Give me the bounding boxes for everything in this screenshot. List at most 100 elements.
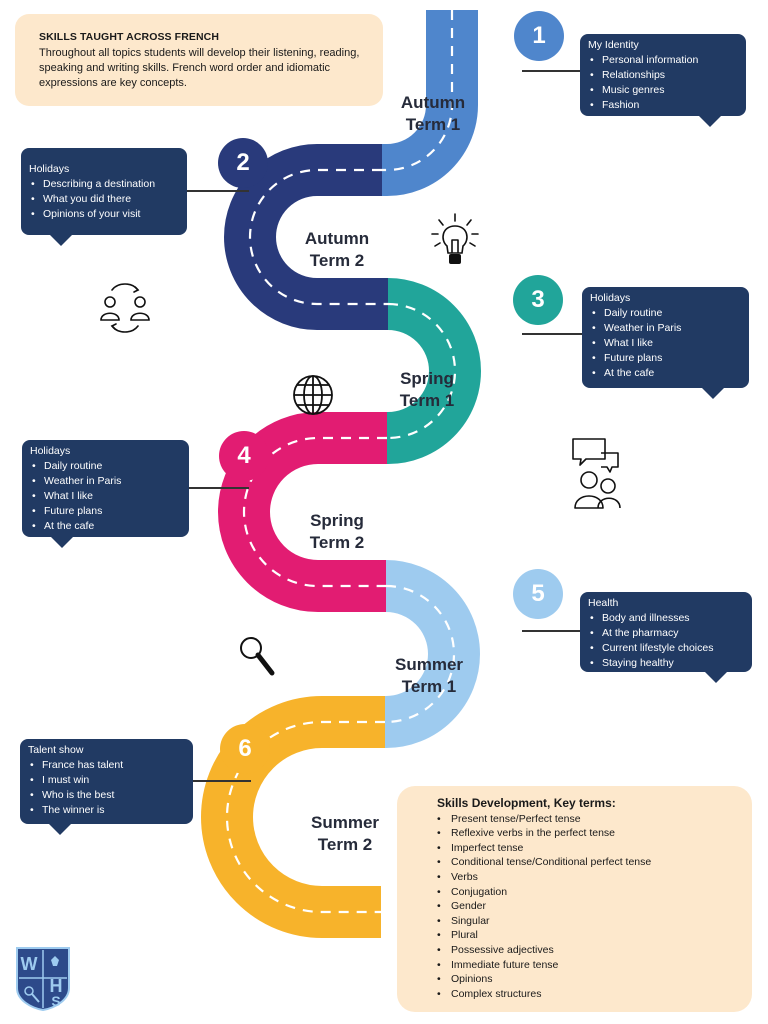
topic-item: What I like — [30, 489, 181, 504]
skills-item: Imperfect tense — [437, 841, 742, 856]
term-number-3: 3 — [513, 275, 563, 325]
road-segment-1 — [382, 10, 478, 196]
topic-list: Personal information Relationships Music… — [588, 53, 738, 113]
topic-item: At the pharmacy — [588, 626, 744, 641]
skills-item: Reflexive verbs in the perfect tense — [437, 826, 742, 841]
topic-title: Talent show — [28, 744, 84, 756]
topic-item: Future plans — [590, 351, 741, 366]
topic-item: What you did there — [29, 192, 179, 207]
topic-title: My Identity — [588, 39, 639, 51]
skills-item: Plural — [437, 928, 742, 943]
topic-box-1: My Identity Personal information Relatio… — [580, 34, 746, 127]
topic-item: Who is the best — [28, 788, 185, 803]
term-label-line2: Term 2 — [317, 835, 373, 854]
topic-list: Describing a destination What you did th… — [29, 177, 179, 222]
term-label-line1: Spring — [310, 511, 364, 530]
topic-item: Current lifestyle choices — [588, 641, 744, 656]
topic-title: Health — [588, 597, 619, 609]
term-label-line1: Spring — [400, 369, 454, 388]
skills-item: Complex structures — [437, 987, 742, 1002]
term-label-line1: Autumn — [400, 93, 466, 112]
topic-item: At the cafe — [590, 366, 741, 381]
term-label-line2: Term 2 — [309, 251, 365, 270]
skills-item: Opinions — [437, 972, 742, 987]
term-label-line2: Term 1 — [405, 115, 461, 134]
topic-item: Opinions of your visit — [29, 207, 179, 222]
topic-title: Holidays — [590, 292, 631, 304]
intro-text: Throughout all topics students will deve… — [39, 47, 360, 89]
logo-letter-w: W — [21, 954, 38, 974]
skills-item: Conjugation — [437, 885, 742, 900]
skills-item: Present tense/Perfect tense — [437, 812, 742, 827]
topic-item: Fashion — [588, 98, 738, 113]
connector-line — [522, 630, 580, 632]
connector-line — [522, 70, 580, 72]
topic-item: Relationships — [588, 68, 738, 83]
topic-list: France has talent I must win Who is the … — [28, 758, 185, 818]
topic-item: France has talent — [28, 758, 185, 773]
term-number-5: 5 — [513, 569, 563, 619]
term-label-line2: Term 2 — [309, 533, 365, 552]
term-label-line1: Summer — [310, 813, 380, 832]
topic-title: Holidays — [30, 445, 71, 457]
topic-item: Body and illnesses — [588, 611, 744, 626]
skills-item: Possessive adjectives — [437, 943, 742, 958]
intro-title: SKILLS TAUGHT ACROSS FRENCH — [39, 31, 220, 43]
skills-title: Skills Development, Key terms: — [437, 796, 616, 810]
topic-list: Body and illnesses At the pharmacy Curre… — [588, 611, 744, 671]
topic-item: Staying healthy — [588, 656, 744, 671]
term-number-4: 4 — [219, 431, 269, 481]
skills-item: Conditional tense/Conditional perfect te… — [437, 855, 742, 870]
topic-item: The winner is — [28, 803, 185, 818]
topic-item: Daily routine — [590, 306, 741, 321]
road-segment-6 — [201, 696, 385, 938]
magnifier-icon — [240, 637, 275, 676]
connector-line — [522, 333, 582, 335]
logo-letter-h: H — [50, 976, 63, 996]
road-centerline-2 — [248, 168, 388, 306]
topic-box-4: Holidays Daily routine Weather in Paris … — [22, 440, 189, 548]
term-number-2: 2 — [218, 138, 268, 188]
school-logo: W H S — [16, 947, 70, 1012]
lightbulb-icon — [431, 213, 479, 264]
topic-title: Holidays — [29, 163, 70, 175]
topic-list: Daily routine Weather in Paris What I li… — [590, 306, 741, 381]
skills-list: Present tense/Perfect tense Reflexive ve… — [437, 812, 742, 1002]
people-exchange-icon — [100, 283, 150, 333]
term-label-line2: Term 1 — [401, 677, 457, 696]
globe-icon — [293, 375, 333, 415]
topic-box-5: Health Body and illnesses At the pharmac… — [580, 592, 752, 683]
skills-item: Singular — [437, 914, 742, 929]
chat-people-icon — [572, 438, 621, 509]
intro-box: SKILLS TAUGHT ACROSS FRENCH Throughout a… — [15, 14, 383, 106]
topic-item: Weather in Paris — [590, 321, 741, 336]
road-centerline-4 — [242, 436, 387, 588]
logo-letter-s: S — [51, 993, 60, 1009]
skills-box: Skills Development, Key terms: Present t… — [397, 786, 752, 1012]
topic-item: Music genres — [588, 83, 738, 98]
connector-line — [186, 190, 249, 192]
skills-item: Verbs — [437, 870, 742, 885]
term-number-6: 6 — [220, 724, 270, 774]
skills-item: Immediate future tense — [437, 958, 742, 973]
term-number-1: 1 — [514, 11, 564, 61]
topic-item: I must win — [28, 773, 185, 788]
topic-box-3: Holidays Daily routine Weather in Paris … — [582, 287, 749, 399]
topic-item: Personal information — [588, 53, 738, 68]
connector-line — [193, 780, 251, 782]
term-label-line2: Term 1 — [399, 391, 455, 410]
topic-item: Weather in Paris — [30, 474, 181, 489]
topic-item: Future plans — [30, 504, 181, 519]
connector-line — [189, 487, 249, 489]
topic-box-6: Talent show France has talent I must win… — [20, 739, 193, 835]
topic-item: Daily routine — [30, 459, 181, 474]
topic-box-2: Holidays Describing a destination What y… — [21, 148, 187, 246]
road-centerline-5 — [385, 584, 456, 724]
